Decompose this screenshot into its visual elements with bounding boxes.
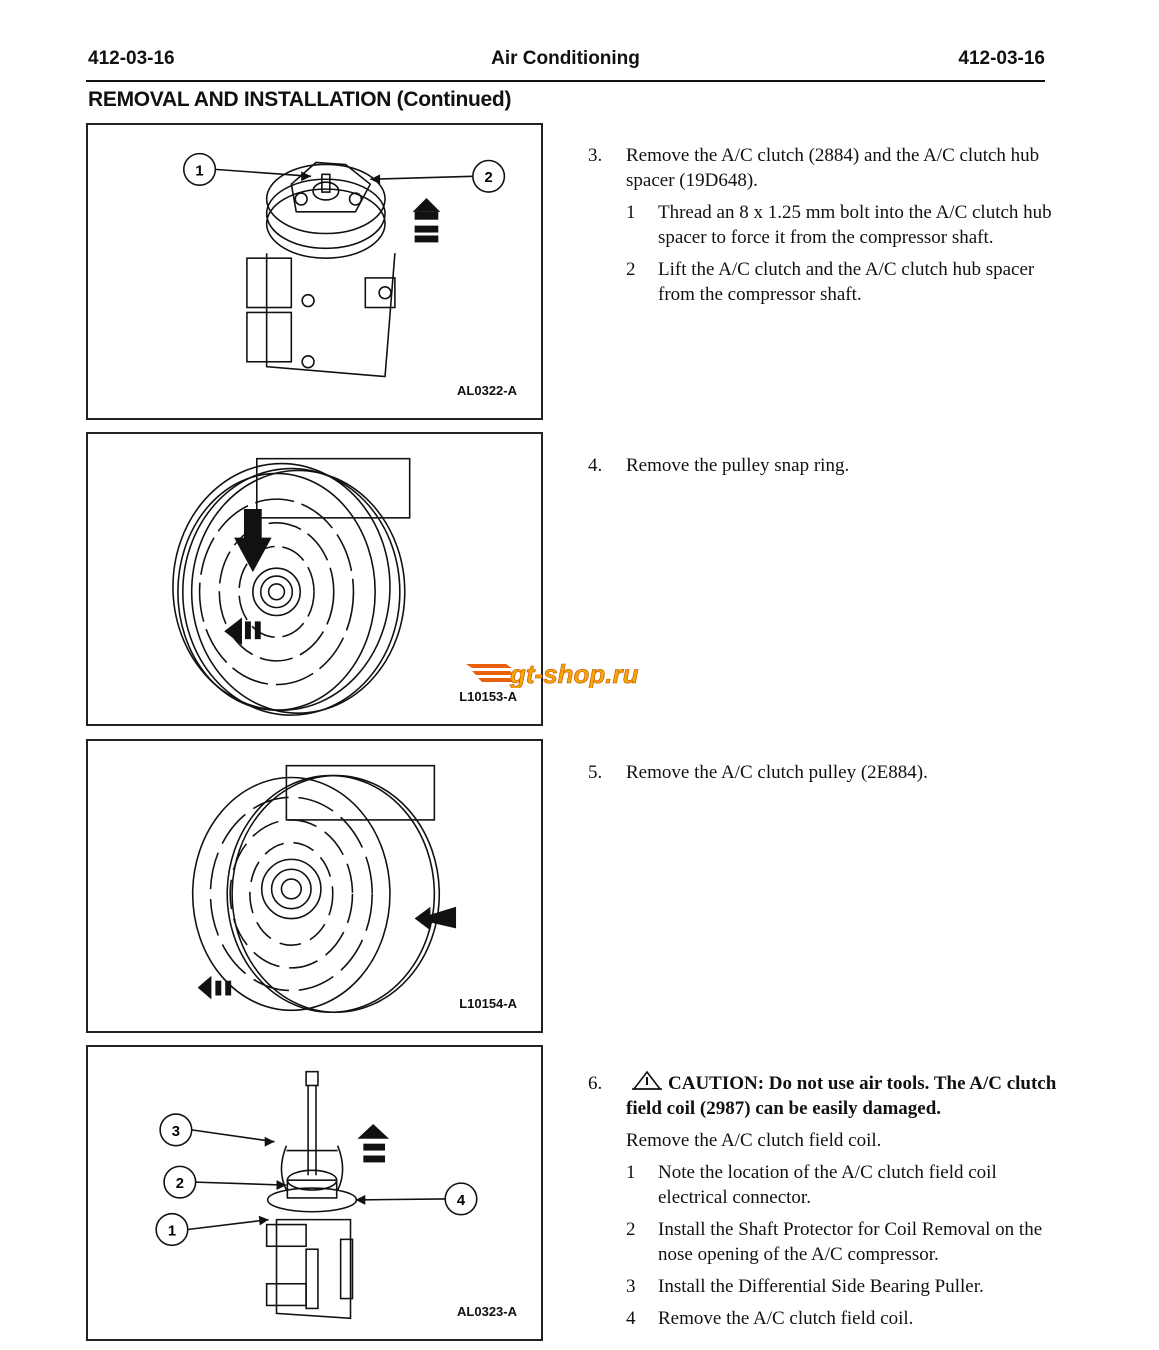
figure-clutch-removal: 1 2 AL0322-A	[86, 123, 543, 420]
substep: 1 Thread an 8 x 1.25 mm bolt into the A/…	[626, 200, 1058, 250]
callout-4: 4	[457, 1193, 466, 1209]
substep-text: Install the Differential Side Bearing Pu…	[658, 1276, 984, 1297]
page-number-right: 412-03-16	[958, 48, 1045, 69]
step-5: 5. Remove the A/C clutch pulley (2E884).	[588, 760, 1058, 785]
substep-number: 1	[626, 1162, 636, 1183]
substep-text: Install the Shaft Protector for Coil Rem…	[658, 1219, 1043, 1265]
caution-note: CAUTION: Do not use air tools. The A/C c…	[626, 1071, 1058, 1121]
figure-clutch-pulley: L10154-A	[86, 739, 543, 1033]
callout-1: 1	[168, 1223, 176, 1239]
pulley-snap-ring-illustration	[172, 457, 411, 716]
step-6: 6. CAUTION: Do not use air tools. The A/…	[588, 1071, 1058, 1331]
chapter-title: Air Conditioning	[491, 48, 640, 69]
field-coil-puller-illustration: 3 2 1 4	[155, 1070, 478, 1320]
substep-number: 3	[626, 1276, 636, 1297]
substep-number: 4	[626, 1308, 636, 1329]
figure-field-coil: 3 2 1 4 AL0323-A	[86, 1045, 543, 1341]
substep: 4 Remove the A/C clutch field coil.	[626, 1306, 1058, 1331]
step-text: Remove the A/C clutch pulley (2E884).	[626, 762, 928, 783]
substep-text: Note the location of the A/C clutch fiel…	[658, 1162, 997, 1208]
figure-id: AL0322-A	[457, 383, 517, 398]
compressor-clutch-illustration: 1 2	[182, 152, 506, 378]
substep-number: 1	[626, 202, 636, 223]
step-number: 6.	[588, 1073, 603, 1094]
substep: 2 Install the Shaft Protector for Coil R…	[626, 1217, 1058, 1267]
substep: 3 Install the Differential Side Bearing …	[626, 1274, 1058, 1299]
substep-text: Thread an 8 x 1.25 mm bolt into the A/C …	[658, 202, 1052, 248]
clutch-pulley-illustration	[191, 764, 457, 1014]
substep-text: Lift the A/C clutch and the A/C clutch h…	[658, 259, 1035, 305]
caution-text: CAUTION: Do not use air tools. The A/C c…	[626, 1073, 1057, 1119]
step-4: 4. Remove the pulley snap ring.	[588, 453, 1058, 478]
warning-triangle-icon	[632, 1071, 662, 1090]
figure-snap-ring: L10153-A	[86, 432, 543, 726]
step-text: Remove the A/C clutch field coil.	[626, 1130, 882, 1151]
figure-id: L10153-A	[459, 689, 517, 704]
callout-2: 2	[176, 1176, 184, 1192]
substep-text: Remove the A/C clutch field coil.	[658, 1308, 914, 1329]
step-number: 4.	[588, 455, 603, 476]
substep: 2 Lift the A/C clutch and the A/C clutch…	[626, 257, 1058, 307]
figure-id: L10154-A	[459, 996, 517, 1011]
header-rule	[86, 80, 1045, 82]
watermark-logo: gt-shop.ru	[466, 659, 639, 688]
figure-id: AL0323-A	[457, 1304, 517, 1319]
step-text: Remove the pulley snap ring.	[626, 455, 850, 476]
callout-2: 2	[485, 170, 493, 186]
watermark-text: gt-shop.ru	[509, 659, 639, 688]
section-title: REMOVAL AND INSTALLATION (Continued)	[88, 88, 512, 111]
step-number: 5.	[588, 762, 603, 783]
page-number-left: 412-03-16	[88, 48, 175, 69]
step-number: 3.	[588, 145, 603, 166]
callout-circle	[182, 152, 217, 186]
callout-3: 3	[172, 1124, 180, 1140]
callout-1: 1	[195, 163, 203, 179]
step-3: 3. Remove the A/C clutch (2884) and the …	[588, 143, 1058, 307]
substep-number: 2	[626, 259, 636, 280]
substep-number: 2	[626, 1219, 636, 1240]
step-text: Remove the A/C clutch (2884) and the A/C…	[626, 145, 1040, 191]
substep: 1 Note the location of the A/C clutch fi…	[626, 1160, 1058, 1210]
